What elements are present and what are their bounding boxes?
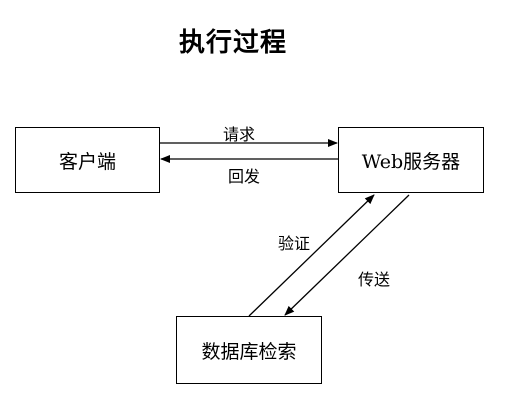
diagram-title: 执行过程 [178,28,287,58]
web-server-label: Web服务器 [361,150,461,173]
database-search-label: 数据库检索 [201,340,297,363]
transfer-arrow [284,194,410,316]
verify-edge-label: 验证 [278,234,311,253]
client-node: 客户端 [15,127,160,193]
client-label: 客户端 [58,150,116,173]
database-search-node: 数据库检索 [176,316,322,384]
web-server-node: Web服务器 [338,127,484,193]
verify-arrow [248,194,375,317]
transfer-edge-label: 传送 [358,270,391,289]
reply-edge-label: 回发 [228,167,261,186]
request-edge-label: 请求 [223,125,256,144]
